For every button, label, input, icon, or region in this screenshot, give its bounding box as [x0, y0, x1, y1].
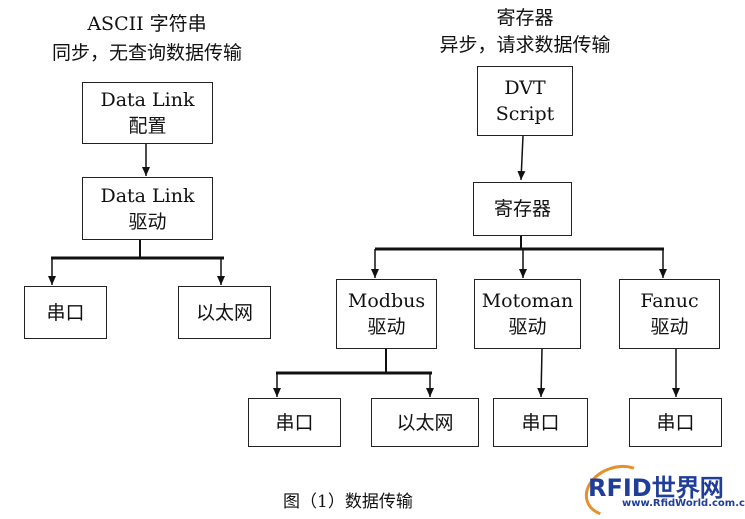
left-header-line1: ASCII 字符串	[87, 13, 207, 35]
data-link-driver-title: Data Link	[100, 184, 195, 207]
left-ethernet-label: 以太网	[195, 301, 253, 324]
motoman-label: 驱动	[508, 316, 547, 338]
modbus-ethernet-label: 以太网	[396, 411, 454, 434]
figure-caption: 图（1）数据传输	[283, 492, 413, 512]
left-header-line2: 同步，无查询数据传输	[51, 42, 242, 64]
dvt-script-line2: Script	[495, 103, 555, 125]
motoman-title: Motoman	[481, 290, 574, 312]
modbus-ethernet-box: 以太网	[371, 398, 479, 447]
fanuc-serial-label: 串口	[656, 411, 695, 434]
dvt-script-line1: DVT	[504, 77, 546, 99]
logo-url: www.RfidWorld.com.cn	[622, 498, 745, 509]
motoman-serial-label: 串口	[521, 411, 560, 434]
left-ethernet-box: 以太网	[178, 286, 271, 339]
fanuc-serial-box: 串口	[629, 398, 722, 447]
arrow-to-motoman-serial	[537, 348, 546, 398]
data-link-driver-label: 驱动	[128, 210, 167, 233]
modbus-serial-box: 串口	[248, 398, 341, 447]
data-link-driver-box: Data Link 驱动	[82, 177, 213, 240]
motoman-serial-box: 串口	[493, 398, 588, 447]
arrow-script-to-register	[517, 135, 526, 181]
data-link-config-box: Data Link 配置	[82, 82, 213, 144]
data-link-config-label: 配置	[128, 115, 167, 137]
fanuc-title: Fanuc	[640, 290, 699, 312]
modbus-title: Modbus	[347, 290, 426, 312]
modbus-serial-label: 串口	[275, 411, 314, 434]
modbus-driver-box: Modbus 驱动	[336, 279, 437, 349]
left-serial-label: 串口	[46, 301, 85, 324]
fanuc-label: 驱动	[650, 316, 689, 338]
modbus-label: 驱动	[367, 316, 406, 338]
fanuc-driver-box: Fanuc 驱动	[619, 279, 720, 349]
register-box: 寄存器	[473, 182, 572, 236]
right-header-line2: 异步，请求数据传输	[439, 34, 611, 56]
motoman-driver-box: Motoman 驱动	[474, 279, 581, 349]
left-serial-box: 串口	[24, 286, 107, 339]
register-label: 寄存器	[493, 198, 551, 220]
right-header-line1: 寄存器	[496, 7, 554, 29]
rfidworld-logo: RFID世界网 www.RfidWorld.com.cn	[577, 456, 745, 519]
data-link-config-title: Data Link	[100, 89, 195, 111]
dvt-script-box: DVT Script	[477, 66, 573, 136]
logo-brand: RFID世界网	[588, 474, 724, 502]
